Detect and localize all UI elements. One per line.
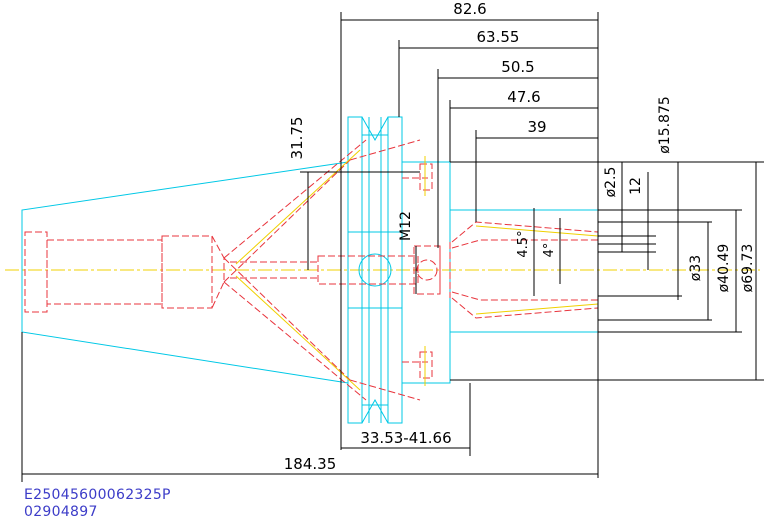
flange-left — [347, 116, 363, 424]
v-groove-top — [361, 116, 389, 142]
label-range: 33.53-41.66 — [360, 429, 451, 447]
collet-taper-bottom — [451, 297, 599, 319]
thread-line — [235, 275, 361, 391]
label-12: 12 — [628, 177, 644, 195]
cone-top — [223, 139, 367, 259]
cone-top — [223, 159, 351, 283]
shank-cone — [211, 235, 225, 309]
label-m12: M12 — [398, 211, 414, 241]
dimension-labels: 82.6 63.55 50.5 47.6 39 31.75 M12 4.5° 4… — [284, 0, 756, 473]
nose-body — [401, 161, 451, 384]
label-4-5-deg: 4.5° — [516, 230, 531, 257]
dimension-lines — [21, 12, 764, 482]
hidden-lines — [24, 139, 599, 401]
label-184-35: 184.35 — [284, 455, 337, 473]
label-50-5: 50.5 — [501, 58, 534, 76]
thread-line — [475, 303, 599, 315]
key-hole-top — [419, 163, 433, 191]
key-hole-bottom — [419, 351, 433, 379]
label-dia-2-5: ø2.5 — [603, 167, 619, 198]
cone-bottom — [223, 257, 351, 381]
cross-line — [349, 379, 421, 401]
label-4-deg: 4° — [542, 243, 557, 258]
label-dia-15-875: ø15.875 — [657, 96, 673, 154]
screw-bore — [317, 255, 419, 285]
collet-outline — [449, 209, 599, 333]
cross-hole — [358, 253, 392, 287]
shank-bore — [46, 239, 163, 305]
collet-taper-inner — [451, 291, 598, 301]
label-82-6: 82.6 — [453, 0, 486, 18]
part-number-note: E25045600062325P — [24, 487, 171, 503]
thread-line — [235, 149, 361, 265]
label-dia-69-73: ø69.73 — [740, 244, 756, 293]
thread-line — [475, 225, 599, 237]
v-groove-bottom — [361, 398, 389, 424]
label-31-75: 31.75 — [288, 117, 306, 160]
cone-bottom — [223, 281, 367, 401]
drawing-number-note: 02904897 — [24, 504, 98, 520]
shank-bore — [24, 231, 48, 313]
label-dia-33: ø33 — [688, 255, 704, 281]
label-47-6: 47.6 — [507, 88, 540, 106]
nut-circle — [416, 259, 438, 281]
label-63-55: 63.55 — [477, 28, 520, 46]
cross-line — [349, 139, 421, 161]
label-dia-40-49: ø40.49 — [716, 244, 732, 293]
yellow-lines — [235, 149, 599, 391]
label-39: 39 — [527, 118, 546, 136]
taper-outline — [21, 161, 349, 384]
shank-bore — [161, 235, 213, 309]
